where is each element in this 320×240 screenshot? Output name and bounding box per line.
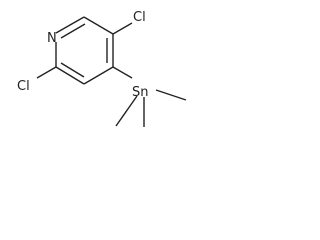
bond-n-c6-double <box>60 23 86 39</box>
bond-c2-cl <box>36 66 57 79</box>
trimethyl-group <box>115 89 187 127</box>
atom-label-tin: Sn <box>132 85 149 100</box>
bond-c3-c2 <box>55 66 85 85</box>
bond-c3-c2-double <box>60 62 85 78</box>
atom-label-nitrogen: N <box>47 31 57 46</box>
bond-c4-sn <box>112 66 133 79</box>
chemical-structure-diagram: N Cl Cl Sn <box>17 10 187 127</box>
bond-c4-c3 <box>83 66 114 85</box>
bond-sn-methyl-left <box>115 95 138 127</box>
pyridine-ring <box>55 16 114 85</box>
bond-sn-methyl-right <box>155 89 187 101</box>
bond-c6-c5 <box>83 16 114 35</box>
atom-label-chlorine-top: Cl <box>133 10 146 25</box>
bond-n-c6 <box>55 16 85 34</box>
atom-label-chlorine-left: Cl <box>17 79 30 94</box>
bond-c5-cl <box>112 22 133 35</box>
